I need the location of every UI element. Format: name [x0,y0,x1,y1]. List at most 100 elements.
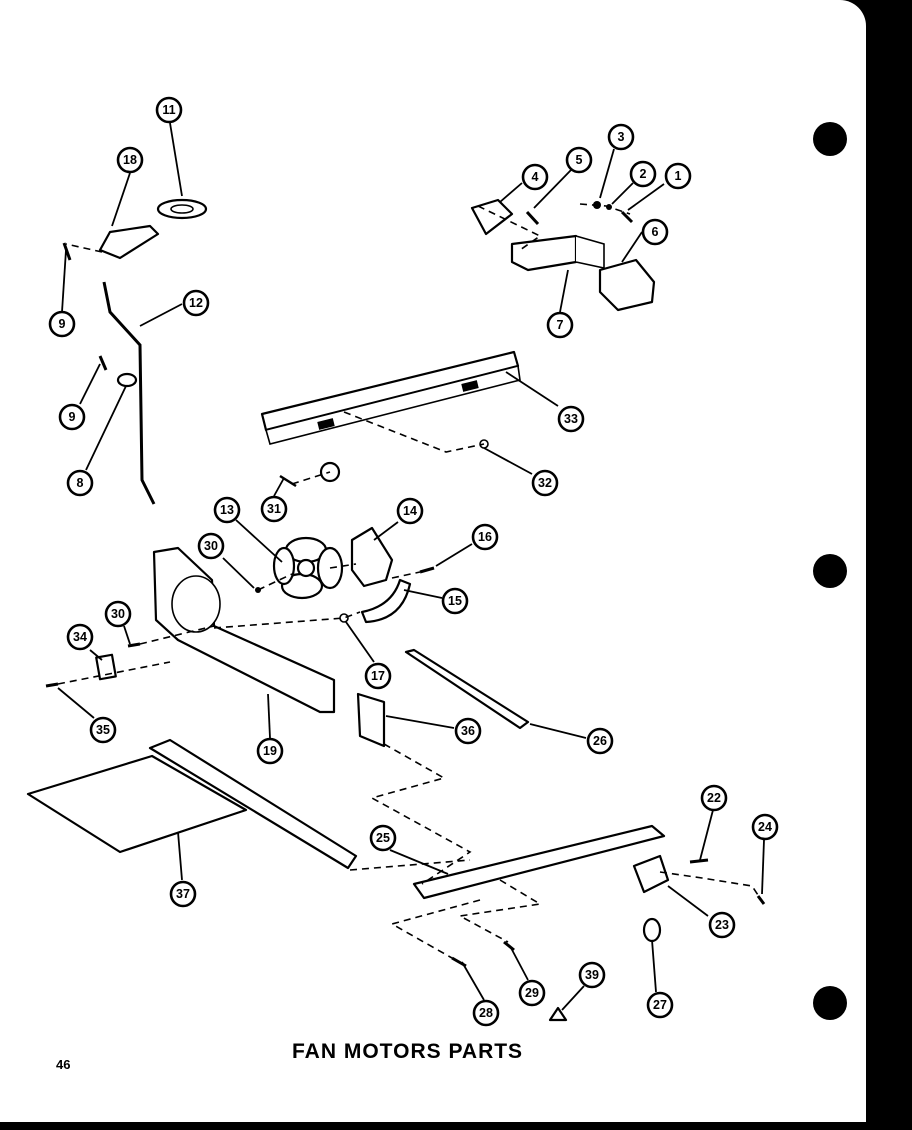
callout-36: 36 [454,717,482,745]
part-screw-24 [756,895,766,905]
svg-text:8: 8 [77,476,84,490]
part-left-rail [148,738,358,870]
callout-17: 17 [364,662,392,690]
part-screw-9b [98,355,108,371]
svg-text:9: 9 [59,317,66,331]
callout-2: 2 [629,160,657,188]
assembly-lines [57,203,761,959]
callout-12: 12 [182,289,210,317]
callout-11: 11 [155,96,183,124]
part-fan-motor [350,526,394,588]
svg-text:18: 18 [123,153,137,167]
part-control [598,258,656,312]
callout-34: 34 [66,623,94,651]
part-screw-9a [62,242,72,261]
svg-text:19: 19 [263,744,277,758]
callout-26: 26 [586,727,614,755]
part-channel-slot-b [461,380,479,392]
part-grommet-hole [170,204,194,214]
part-fan-blade-d [272,546,296,586]
part-foot-39 [548,1006,568,1022]
svg-text:24: 24 [758,820,772,834]
callout-15: 15 [441,587,469,615]
svg-text:15: 15 [448,594,462,608]
svg-text:28: 28 [479,1006,493,1020]
callout-19: 19 [256,737,284,765]
svg-text:2: 2 [640,167,647,181]
part-right-rail [412,824,666,900]
svg-text:36: 36 [461,724,475,738]
leader-lines [57,122,765,1011]
svg-text:30: 30 [204,539,218,553]
part-cap-27 [642,917,662,943]
callout-14: 14 [396,497,424,525]
part-screw-35 [45,682,59,688]
callout-1: 1 [664,162,692,190]
part-clip [116,372,138,388]
callout-18: 18 [116,146,144,174]
punch-hole-top [813,122,847,156]
svg-text:12: 12 [189,296,203,310]
callout-33: 33 [557,405,585,433]
svg-text:31: 31 [267,502,281,516]
callout-32: 32 [531,469,559,497]
part-screw-30b [127,642,141,648]
svg-text:30: 30 [111,607,125,621]
part-screw-5 [525,210,540,226]
svg-text:4: 4 [532,170,539,184]
svg-text:14: 14 [403,504,417,518]
callout-39: 39 [578,961,606,989]
callout-25: 25 [369,824,397,852]
svg-text:25: 25 [376,831,390,845]
callout-37: 37 [169,880,197,908]
svg-text:11: 11 [162,103,175,117]
part-damper-blade [470,198,514,236]
svg-text:17: 17 [371,669,385,683]
svg-text:13: 13 [220,503,234,517]
part-bracket [98,224,160,260]
callout-29: 29 [518,979,546,1007]
callout-9a: 9 [48,310,76,338]
part-shapes [26,198,766,1022]
part-screw-1 [620,210,634,224]
part-fan-hub [296,558,316,578]
svg-text:9: 9 [69,410,76,424]
svg-text:1: 1 [675,169,682,183]
svg-text:37: 37 [176,887,190,901]
svg-text:23: 23 [715,918,729,932]
part-channel-slot-a [317,418,335,430]
callout-8: 8 [66,469,94,497]
part-screw-22 [689,858,709,864]
svg-text:34: 34 [73,630,87,644]
svg-text:16: 16 [478,530,492,544]
page-number: 46 [56,1057,71,1072]
callout-13: 13 [213,496,241,524]
callouts: 1 2 3 4 5 6 7 8 9 9 11 12 13 14 15 16 17… [48,96,779,1027]
part-housing-23 [632,854,670,894]
callout-3: 3 [607,123,635,151]
svg-text:5: 5 [576,153,583,167]
part-washer-17 [339,613,349,623]
part-motor-bracket [360,578,412,624]
part-control-bracket [510,234,578,272]
callout-35: 35 [89,716,117,744]
callout-24: 24 [751,813,779,841]
callout-27: 27 [646,991,674,1019]
part-control-bracket-side [575,235,605,269]
part-gasket-strip [404,648,530,730]
part-screw-16 [419,566,435,574]
callout-23: 23 [708,911,736,939]
svg-text:6: 6 [652,225,659,239]
callout-28: 28 [472,999,500,1027]
part-rod [102,281,156,505]
svg-text:29: 29 [525,986,539,1000]
part-shroud-opening [171,575,221,633]
callout-31: 31 [260,495,288,523]
svg-text:32: 32 [538,476,552,490]
callout-4: 4 [521,163,549,191]
punch-hole-middle [813,554,847,588]
svg-text:35: 35 [96,723,110,737]
part-bracket-36 [356,692,386,748]
